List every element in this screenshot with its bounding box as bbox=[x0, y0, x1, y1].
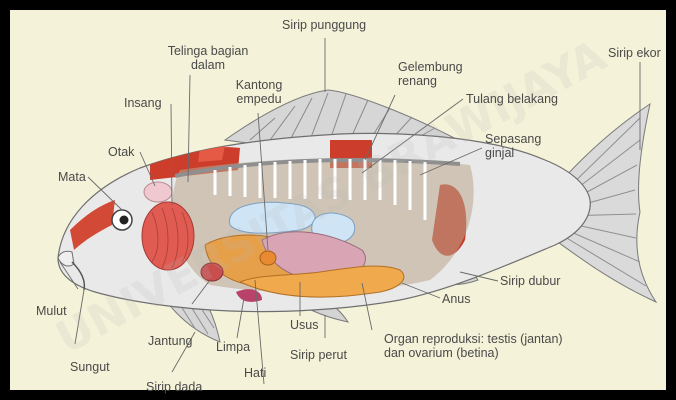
label-gelembung-renang: Gelembung renang bbox=[398, 60, 478, 88]
label-kantong-empedu: Kantong empedu bbox=[226, 78, 292, 106]
label-sirip-punggung: Sirip punggung bbox=[282, 18, 366, 32]
label-mata: Mata bbox=[58, 170, 86, 184]
label-anus: Anus bbox=[442, 292, 471, 306]
label-sungut: Sungut bbox=[70, 360, 110, 374]
brain bbox=[144, 182, 172, 202]
label-otak: Otak bbox=[108, 145, 134, 159]
label-tulang-belakang: Tulang belakang bbox=[466, 92, 558, 106]
label-mulut: Mulut bbox=[36, 304, 67, 318]
label-sirip-dada: Sirip dada bbox=[146, 380, 202, 394]
label-limpa: Limpa bbox=[216, 340, 250, 354]
label-sirip-perut: Sirip perut bbox=[290, 348, 347, 362]
label-telinga-bagian-dalam: Telinga bagian dalam bbox=[158, 44, 258, 72]
label-hati: Hati bbox=[244, 366, 266, 380]
label-usus: Usus bbox=[290, 318, 318, 332]
label-organ-reproduksi: Organ reproduksi: testis (jantan) dan ov… bbox=[384, 332, 574, 360]
label-sirip-ekor: Sirip ekor bbox=[608, 46, 661, 60]
label-insang: Insang bbox=[124, 96, 162, 110]
label-jantung: Jantung bbox=[148, 334, 192, 348]
pupil bbox=[120, 216, 129, 225]
label-sirip-dubur: Sirip dubur bbox=[500, 274, 560, 288]
label-sepasang-ginjal: Sepasang ginjal bbox=[485, 132, 565, 160]
